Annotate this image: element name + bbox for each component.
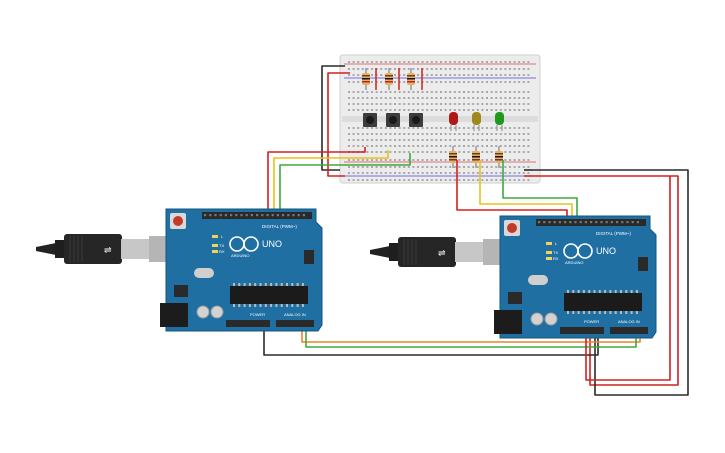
arduino-uno-left: DIGITAL (PWM~) UNO ARDUINO L TX RX POWER… [160, 208, 323, 332]
digital-label: DIGITAL (PWM~) [262, 224, 297, 229]
power-label: POWER [584, 319, 599, 324]
wire-black-bb-gnd [321, 65, 345, 171]
brand-label: ARDUINO [565, 260, 583, 265]
l-label: L [221, 234, 224, 239]
wire-green-button [279, 153, 411, 218]
pushbutton-1[interactable] [363, 113, 377, 127]
resistor-led-3 [495, 146, 503, 168]
uno-label: UNO [262, 239, 282, 249]
wire-green-b2b [305, 330, 637, 348]
rx-label: RX [219, 249, 225, 254]
resistor-led-2 [472, 146, 480, 168]
wire-black-ground [532, 169, 689, 396]
wire-red-power [532, 175, 679, 386]
led-yellow [472, 112, 481, 131]
usb-icon: ⇌ [438, 248, 446, 258]
wire-red-bb-5v [327, 72, 350, 177]
led-red [449, 112, 458, 131]
arduino-uno-right: DIGITAL (PWM~) UNO ARDUINO L TX RX POWER… [494, 215, 657, 339]
resistor-top-2 [385, 68, 393, 90]
uno-label: UNO [596, 246, 616, 256]
analog-label: ANALOG IN [284, 312, 306, 317]
usb-cable-left: ⇌ [36, 234, 167, 264]
resistor-led-1 [449, 146, 457, 168]
wire-yellow-button [273, 150, 389, 218]
wire-red-b2b [585, 176, 671, 381]
wire-green-led [502, 160, 578, 218]
tx-label: TX [219, 243, 224, 248]
resistor-top-3 [407, 68, 415, 90]
power-label: POWER [250, 312, 265, 317]
rx-label: RX [553, 256, 559, 261]
wire-red-led [456, 160, 568, 218]
pushbutton-2[interactable] [386, 113, 400, 127]
resistor-top-1 [362, 68, 370, 90]
analog-label: ANALOG IN [618, 319, 640, 324]
wire-red-button [267, 147, 366, 218]
wire-yellow-led [479, 160, 573, 218]
usb-icon: ⇌ [104, 245, 112, 255]
tx-label: TX [553, 250, 558, 255]
brand-label: ARDUINO [231, 253, 249, 258]
led-green [495, 112, 504, 131]
digital-label: DIGITAL (PWM~) [596, 231, 631, 236]
pushbutton-3[interactable] [409, 113, 423, 127]
usb-cable-right: ⇌ [370, 237, 501, 267]
wire-black-b2b [263, 330, 599, 356]
l-label: L [555, 241, 558, 246]
